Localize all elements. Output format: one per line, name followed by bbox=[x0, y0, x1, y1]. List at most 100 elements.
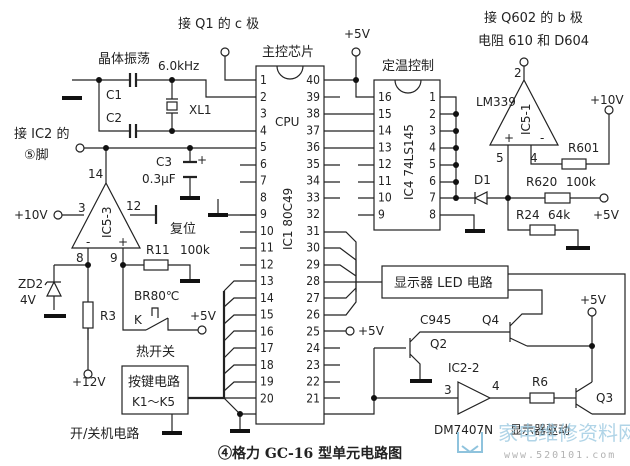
label-10v-right: +10V bbox=[590, 93, 624, 107]
label-xl1: XL1 bbox=[189, 103, 212, 117]
display-bus-taps bbox=[324, 247, 357, 316]
ic1-pin-17: 17 bbox=[260, 341, 274, 355]
label-ic5-1: IC5-1 bbox=[519, 103, 533, 135]
label-q602-line1: 接 Q602 的 b 极 bbox=[484, 10, 583, 26]
label-lm339: LM339 bbox=[476, 95, 516, 109]
label-10v-left: +10V bbox=[14, 208, 48, 222]
ic1-pin-19: 19 bbox=[260, 375, 274, 389]
q4-emitter bbox=[509, 337, 528, 347]
terminal-q602 bbox=[519, 57, 529, 67]
ic1-pin-25: 25 bbox=[306, 324, 320, 338]
label-c3-val: 0.3μF bbox=[142, 172, 176, 186]
label-5v-top: +5V bbox=[344, 27, 371, 41]
ic1-pin-2: 2 bbox=[260, 90, 267, 104]
label-key-circuit-2: K1～K5 bbox=[132, 395, 175, 409]
label-ic53-pin3: 3 bbox=[78, 201, 86, 215]
ic1-pin-26: 26 bbox=[306, 308, 320, 322]
wire-c2-left bbox=[98, 80, 130, 132]
label-ic53-pin12: 12 bbox=[126, 199, 141, 213]
label-12v: +12V bbox=[72, 375, 106, 389]
ic1-pin-32: 32 bbox=[306, 207, 320, 221]
resistor-r3 bbox=[82, 301, 94, 329]
display-bus-32 bbox=[324, 231, 357, 292]
figure-caption: ④格力 GC-16 型单元电路图 bbox=[218, 445, 402, 462]
ic4-pin-2: 2 bbox=[429, 107, 436, 121]
ic1-pin-13: 13 bbox=[260, 274, 274, 288]
label-c3-plus: + bbox=[197, 153, 207, 167]
ic1-pin-20: 20 bbox=[260, 391, 274, 405]
ic1-pin-10: 10 bbox=[260, 224, 274, 238]
label-zd2: ZD2 bbox=[18, 277, 43, 291]
ic1-pin-9: 9 bbox=[260, 207, 267, 221]
label-r620-val: 100k bbox=[566, 175, 596, 189]
label-ic53-minus: - bbox=[86, 235, 90, 249]
label-ic53-plus: + bbox=[118, 235, 128, 249]
capacitor-c1 bbox=[128, 73, 138, 87]
label-q4: Q4 bbox=[482, 313, 499, 327]
ic1-pin-3: 3 bbox=[260, 107, 267, 121]
ic4-pin-12: 12 bbox=[378, 157, 392, 171]
wire-pin40-ic4-16 bbox=[324, 79, 374, 98]
label-ic5-3: IC5-3 bbox=[100, 206, 114, 238]
ic1-pin-11: 11 bbox=[260, 241, 274, 255]
wire-display-q3 bbox=[508, 273, 626, 415]
label-zd2-val: 4V bbox=[20, 293, 37, 307]
ic4-pin-3: 3 bbox=[429, 124, 436, 138]
label-crystal-freq: 6.0kHz bbox=[158, 59, 199, 73]
ic1-pin-15: 15 bbox=[260, 308, 274, 322]
key-bus-taps bbox=[223, 280, 256, 399]
ic1-pin-12: 12 bbox=[260, 257, 274, 271]
ic4-body bbox=[373, 79, 441, 231]
label-r3: R3 bbox=[100, 309, 116, 323]
ic4-pin-15: 15 bbox=[378, 107, 392, 121]
label-ic22-pin3: 3 bbox=[444, 383, 452, 397]
ic1-pin-18: 18 bbox=[260, 358, 274, 372]
resistor-r620 bbox=[544, 192, 571, 204]
ic1-pin-30: 30 bbox=[306, 241, 320, 255]
ic4-pin-4: 4 bbox=[429, 140, 436, 154]
buffer-ic2-2 bbox=[457, 381, 492, 415]
ic1-pin-31: 31 bbox=[306, 224, 320, 238]
main-chip-title: 主控芯片 bbox=[262, 45, 314, 60]
label-5v-q: +5V bbox=[580, 293, 607, 307]
label-ic22-pin4: 4 bbox=[492, 379, 500, 393]
label-r6: R6 bbox=[532, 375, 548, 389]
thermal-switch-tab bbox=[151, 307, 159, 318]
ic4-pin-6: 6 bbox=[429, 174, 436, 188]
label-r24: R24 bbox=[516, 208, 540, 222]
wire-ic51-pin4 bbox=[530, 155, 562, 165]
watermark: 家电维修资料网 www.520101.com bbox=[457, 421, 630, 461]
wire-display-q4 bbox=[508, 289, 543, 300]
wire-r11 bbox=[123, 264, 191, 280]
ic1-pin-22: 22 bbox=[306, 375, 320, 389]
terminal-12v bbox=[83, 369, 93, 379]
ic1-pin-39: 39 bbox=[306, 90, 320, 104]
wire-ic51-pin5 bbox=[507, 155, 530, 231]
key-circuit-box bbox=[121, 365, 189, 415]
ic1-pin-16: 16 bbox=[260, 324, 274, 338]
pin-stubs-right bbox=[324, 164, 374, 216]
pin-stubs-right-lower bbox=[324, 347, 340, 399]
label-dm7407: DM7407N bbox=[434, 423, 493, 437]
q2-emitter bbox=[409, 353, 421, 380]
label-ic51-pin4: 4 bbox=[530, 151, 538, 165]
terminal-5v-switch bbox=[197, 325, 207, 335]
terminal-10v-left bbox=[53, 210, 63, 220]
resistor-r11 bbox=[143, 259, 169, 271]
terminal-5v-q bbox=[587, 307, 597, 317]
label-5v-switch: +5V bbox=[190, 309, 217, 323]
ic4-pin-5: 5 bbox=[429, 157, 436, 171]
diode-d1 bbox=[473, 191, 488, 205]
terminal-5v-right bbox=[599, 193, 609, 203]
label-5v-right: +5V bbox=[593, 208, 620, 222]
q3-emitter bbox=[575, 381, 593, 393]
watermark-book-icon bbox=[457, 432, 483, 454]
label-ic2-pin5-line1: 接 IC2 的 bbox=[14, 126, 69, 142]
ic4-pin-9: 9 bbox=[378, 207, 385, 221]
ic4-pin-10: 10 bbox=[378, 191, 392, 205]
main-chip-ic1: 主控芯片 CPU IC1 80C49 123456789101112131415… bbox=[255, 45, 325, 425]
wire-pin7 bbox=[217, 199, 256, 216]
label-br80: BR80℃ bbox=[134, 289, 179, 303]
ic1-pin-35: 35 bbox=[306, 157, 320, 171]
